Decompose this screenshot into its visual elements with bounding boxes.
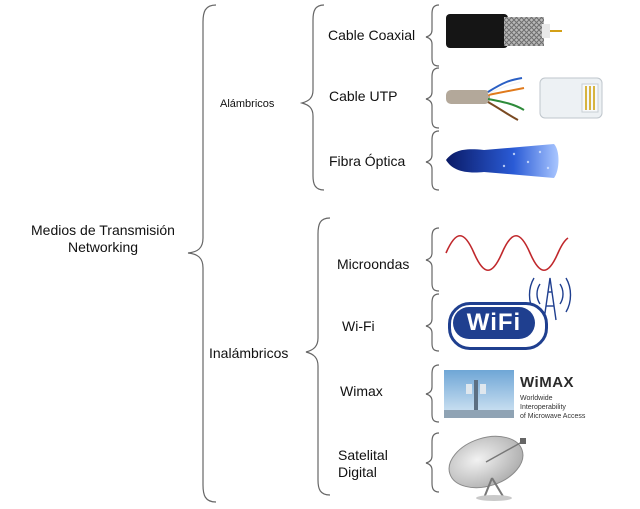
item-fibra-optica: Fibra Óptica (329, 153, 406, 169)
item-satelital-digital: Satelital Digital (338, 447, 388, 481)
wimax-logo-title: WiMAX (520, 374, 575, 391)
satellite-dish-icon (448, 435, 526, 501)
branch-inalambricos: Inalámbricos (209, 345, 289, 361)
microwave-wave-icon (445, 234, 569, 272)
utp-cable-icon (446, 77, 603, 121)
item-satelital-line1: Satelital (338, 447, 388, 463)
wimax-logo-line2: of Microwave Access (520, 413, 586, 420)
optical-fiber-icon (446, 144, 559, 178)
wimax-logo-subtitle: Worldwide Interoperability of Microwave … (520, 394, 594, 421)
item-cable-coaxial: Cable Coaxial (328, 27, 416, 43)
antenna-tower-icon (528, 277, 572, 321)
branch-alambricos: Alámbricos (220, 98, 275, 110)
wimax-logo-line1: Worldwide Interoperability (520, 395, 566, 411)
wimax-logo-icon: WiMAX Worldwide Interoperability of Micr… (444, 370, 594, 421)
item-wifi: Wi-Fi (342, 318, 375, 334)
item-satelital-line2: Digital (338, 464, 377, 480)
item-microondas: Microondas (337, 256, 410, 272)
wimax-tower-photo-icon (444, 370, 514, 418)
item-cable-utp: Cable UTP (329, 88, 398, 104)
coaxial-cable-icon (446, 14, 562, 48)
wifi-logo-text: WiFi (453, 307, 535, 339)
wifi-logo-icon: WiFi (444, 272, 574, 350)
root-label: Medios de Transmisión Networking (18, 222, 188, 256)
root-label-line1: Medios de Transmisión (31, 222, 175, 238)
root-label-line2: Networking (67, 239, 139, 255)
item-wimax: Wimax (340, 383, 383, 399)
